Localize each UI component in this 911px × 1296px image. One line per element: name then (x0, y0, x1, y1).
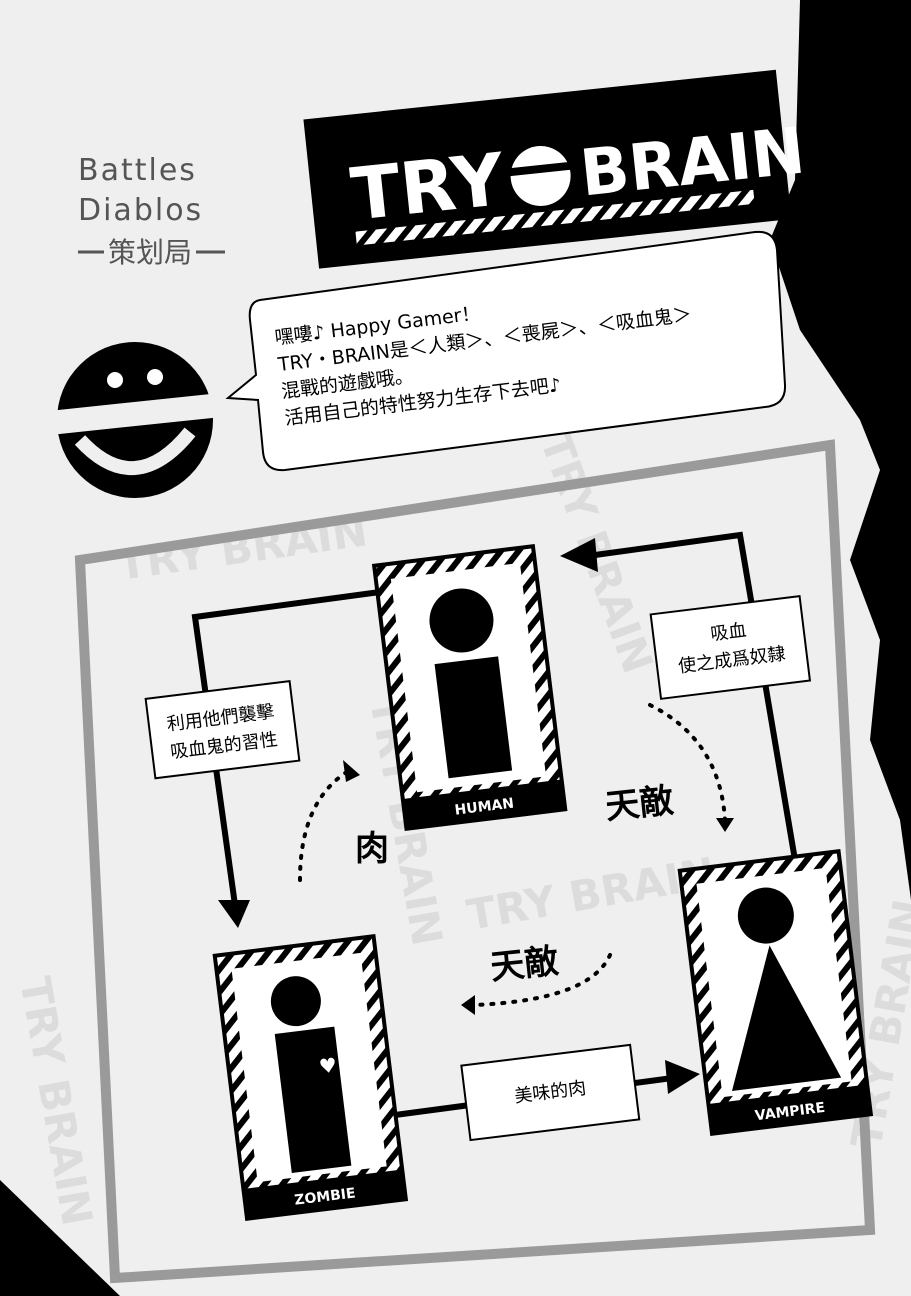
cards-human: HUMAN (454, 796, 515, 819)
label-enemy-center: 天敵 (489, 941, 562, 988)
cards-zombie: ZOMBIE (294, 1185, 357, 1208)
arrow-icon (560, 538, 598, 572)
arrow-icon (343, 760, 360, 782)
speech-bubble: 嘿嘍♪ Happy Gamer！ TRY・BRAIN是＜人類＞、＜喪屍＞、＜吸血… (225, 230, 787, 472)
mascot-smiley-icon (51, 342, 223, 498)
card-human: HUMAN (371, 544, 568, 832)
logo-line1: Battles (78, 153, 197, 188)
label-meat: 肉 (355, 829, 389, 869)
arrow-icon (716, 818, 734, 832)
title-banner: TRY BRAIN (303, 69, 808, 269)
smiley-icon (510, 145, 571, 206)
relation-box-bottom: 美味的肉 (460, 1043, 641, 1142)
label-enemy-right: 天敵 (604, 781, 677, 828)
dotted-arcs (298, 703, 727, 1007)
arrow-icon (665, 1060, 700, 1094)
logo: Battles Diablos 策划局 (78, 153, 225, 269)
relation-box-left: 利用他們襲擊 吸血鬼的習性 (144, 680, 301, 780)
card-zombie: ZOMBIE ♥ (212, 933, 409, 1221)
logo-subtitle: 策划局 (108, 236, 192, 269)
arrow-icon (461, 995, 475, 1015)
card-vampire: VAMPIRE (677, 848, 874, 1136)
arrow-icon (218, 900, 250, 928)
diagram-frame (74, 439, 876, 1284)
logo-line2: Diablos (78, 193, 203, 228)
relations-right_box-0: 吸血 (709, 620, 747, 645)
relation-box-right: 吸血 使之成爲奴隸 (649, 595, 812, 700)
svg-text:♥: ♥ (318, 1053, 339, 1079)
